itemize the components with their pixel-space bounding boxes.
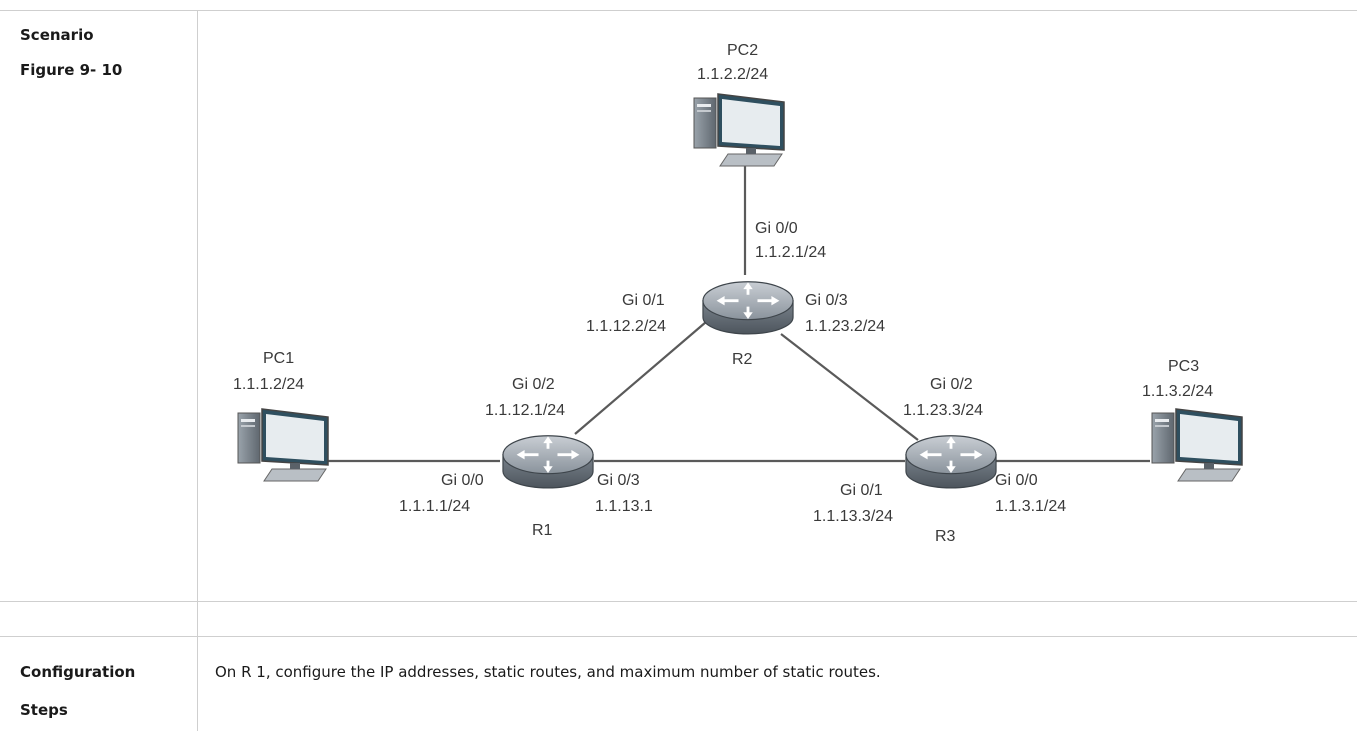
r2-name: R2 bbox=[732, 351, 753, 368]
table-row-divider bbox=[0, 636, 1357, 637]
r1-gi02-label: Gi 0/2 bbox=[512, 376, 555, 393]
router-r3-icon bbox=[904, 434, 998, 490]
r3-gi02-label: Gi 0/2 bbox=[930, 376, 973, 393]
pc3-name: PC3 bbox=[1168, 358, 1199, 375]
table-border-top bbox=[0, 10, 1357, 11]
router-r2-icon bbox=[701, 280, 795, 336]
table-row-divider bbox=[0, 601, 1357, 602]
r1-name: R1 bbox=[532, 522, 553, 539]
r1-gi00-ip: 1.1.1.1/24 bbox=[399, 498, 470, 515]
configuration-text: On R 1, configure the IP addresses, stat… bbox=[215, 663, 881, 681]
r2-gi01-ip: 1.1.12.2/24 bbox=[586, 318, 666, 335]
r3-gi00-label: Gi 0/0 bbox=[995, 472, 1038, 489]
table-column-divider bbox=[197, 10, 198, 731]
r1-gi03-ip: 1.1.13.1 bbox=[595, 498, 653, 515]
r3-gi01-ip: 1.1.13.3/24 bbox=[813, 508, 893, 525]
pc3-icon bbox=[1151, 408, 1243, 482]
pc2-ip: 1.1.2.2/24 bbox=[697, 66, 768, 83]
pc2-icon bbox=[693, 93, 785, 167]
r3-gi01-label: Gi 0/1 bbox=[840, 482, 883, 499]
r3-gi02-ip: 1.1.23.3/24 bbox=[903, 402, 983, 419]
network-topology-diagram: PC2 1.1.2.2/24 Gi 0/0 1.1.2.1/24 Gi 0/1 … bbox=[233, 42, 1243, 545]
links bbox=[326, 160, 1150, 463]
pc1-ip: 1.1.1.2/24 bbox=[233, 376, 304, 393]
r1-gi03-label: Gi 0/3 bbox=[597, 472, 640, 489]
r2-gi00-label: Gi 0/0 bbox=[755, 220, 798, 237]
r2-gi03-label: Gi 0/3 bbox=[805, 292, 848, 309]
figure-label: Figure 9- 10 bbox=[20, 61, 123, 79]
pc1-name: PC1 bbox=[263, 350, 294, 367]
configuration-label: Configuration bbox=[20, 663, 136, 681]
r3-name: R3 bbox=[935, 528, 956, 545]
pc1-icon bbox=[237, 408, 329, 482]
r2-gi01-label: Gi 0/1 bbox=[622, 292, 665, 309]
link-r1-r2 bbox=[574, 315, 714, 435]
r3-gi00-ip: 1.1.3.1/24 bbox=[995, 498, 1066, 515]
pc2-name: PC2 bbox=[727, 42, 758, 59]
r1-gi00-label: Gi 0/0 bbox=[441, 472, 484, 489]
link-r2-r3 bbox=[780, 333, 919, 441]
scenario-label: Scenario bbox=[20, 26, 94, 44]
router-r1-icon bbox=[501, 434, 595, 490]
r2-gi03-ip: 1.1.23.2/24 bbox=[805, 318, 885, 335]
r2-gi00-ip: 1.1.2.1/24 bbox=[755, 244, 826, 261]
pc3-ip: 1.1.3.2/24 bbox=[1142, 383, 1213, 400]
steps-label: Steps bbox=[20, 701, 68, 719]
r1-gi02-ip: 1.1.12.1/24 bbox=[485, 402, 565, 419]
